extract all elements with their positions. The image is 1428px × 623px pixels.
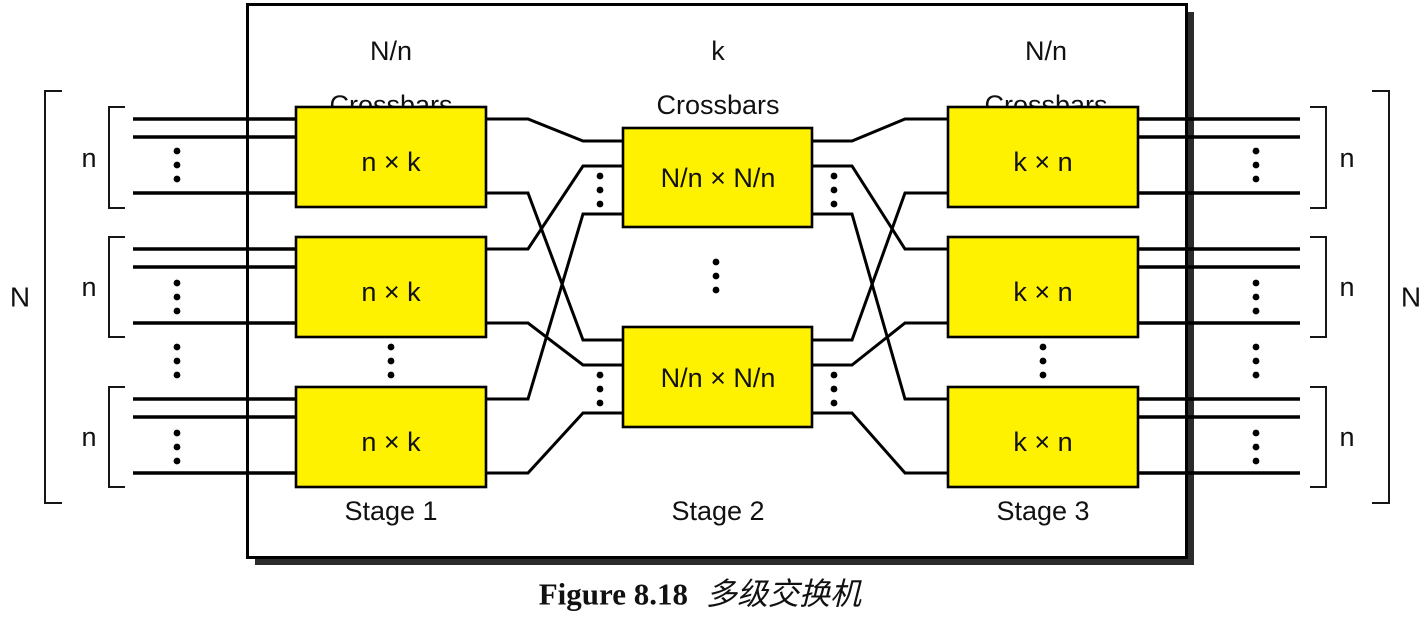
crossbar-label: k × n (1013, 427, 1072, 457)
group-size-label: n (1339, 143, 1354, 173)
vertical-ellipsis (1252, 147, 1260, 183)
figure-title: 多级交换机 (706, 577, 862, 612)
link-line (485, 321, 624, 367)
crossbar-box-stage1-1 (294, 105, 488, 209)
group-bracket (108, 386, 125, 488)
vertical-ellipsis (1039, 343, 1047, 379)
link-line (485, 117, 624, 143)
total-size-label: N (1401, 282, 1421, 313)
stage2-to-stage3-links (811, 117, 949, 475)
vertical-ellipsis (830, 371, 838, 407)
crossbar-label: n × k (361, 427, 421, 457)
link-line (485, 164, 624, 251)
group-size-label: n (81, 143, 96, 173)
stage1-header-line1: N/n (370, 36, 412, 66)
group-size-label: n (1339, 272, 1354, 302)
left-input-wires (133, 117, 297, 475)
crossbar-label: n × k (361, 277, 421, 307)
link-line (811, 117, 949, 143)
vertical-ellipsis (387, 343, 395, 379)
link-line (811, 212, 949, 401)
stage2-label: Stage 2 (671, 496, 764, 526)
crossbar-box-stage2-2 (621, 325, 814, 429)
left-brackets: n n n N (10, 90, 125, 504)
link-line (811, 321, 949, 367)
crossbar-box-stage3-1 (946, 105, 1140, 209)
total-size-label: N (10, 282, 30, 313)
link-line (485, 212, 624, 401)
group-bracket (1310, 236, 1327, 338)
link-line (485, 191, 624, 342)
stage2-boxes: N/n × N/n N/n × N/n (621, 126, 814, 429)
crossbar-box-stage1-3 (294, 385, 488, 489)
link-line (811, 191, 949, 342)
vertical-ellipsis (1252, 279, 1260, 315)
crossbar-box-stage3-3 (946, 385, 1140, 489)
stage3-label: Stage 3 (996, 496, 1089, 526)
vertical-ellipsis (1252, 343, 1260, 379)
link-line (811, 411, 949, 475)
stage3-boxes: k × n k × n k × n (946, 105, 1140, 489)
right-output-wires (1137, 117, 1300, 475)
crossbar-box-stage3-2 (946, 235, 1140, 339)
vertical-ellipsis (173, 429, 181, 465)
crossbar-label: n × k (361, 147, 421, 177)
stage2-header-line2: Crossbars (656, 90, 779, 120)
vertical-ellipsis (712, 258, 720, 294)
crossbar-box-stage2-1 (621, 126, 814, 229)
figure-number: Figure 8.18 (539, 577, 688, 612)
crossbar-label: N/n × N/n (661, 363, 776, 393)
vertical-ellipsis (173, 279, 181, 315)
crossbar-box-stage1-2 (294, 235, 488, 339)
right-brackets: n n n N (1310, 90, 1421, 504)
crossbar-label: k × n (1013, 277, 1072, 307)
group-bracket (108, 106, 125, 209)
stage1-to-stage2-links (485, 117, 624, 475)
group-bracket (1310, 386, 1327, 488)
group-size-label: n (1339, 422, 1354, 452)
figure-caption: Figure 8.18 多级交换机 (539, 577, 862, 612)
total-bracket (44, 90, 62, 504)
group-bracket (108, 236, 125, 338)
vertical-ellipsis (1252, 429, 1260, 465)
crossbar-label: k × n (1013, 147, 1072, 177)
crossbar-label: N/n × N/n (661, 163, 776, 193)
total-bracket (1372, 90, 1390, 504)
vertical-ellipsis (830, 172, 838, 208)
link-line (811, 164, 949, 251)
link-line (485, 411, 624, 475)
stage3-header-line1: N/n (1025, 36, 1067, 66)
vertical-ellipsis (596, 371, 604, 407)
stage1-label: Stage 1 (344, 496, 437, 526)
group-size-label: n (81, 272, 96, 302)
vertical-ellipsis (596, 172, 604, 208)
vertical-ellipsis (173, 343, 181, 379)
stage1-boxes: n × k n × k n × k (294, 105, 488, 489)
group-bracket (1310, 106, 1327, 209)
vertical-ellipsis (173, 147, 181, 183)
group-size-label: n (81, 422, 96, 452)
stage2-header-line1: k (711, 36, 725, 66)
